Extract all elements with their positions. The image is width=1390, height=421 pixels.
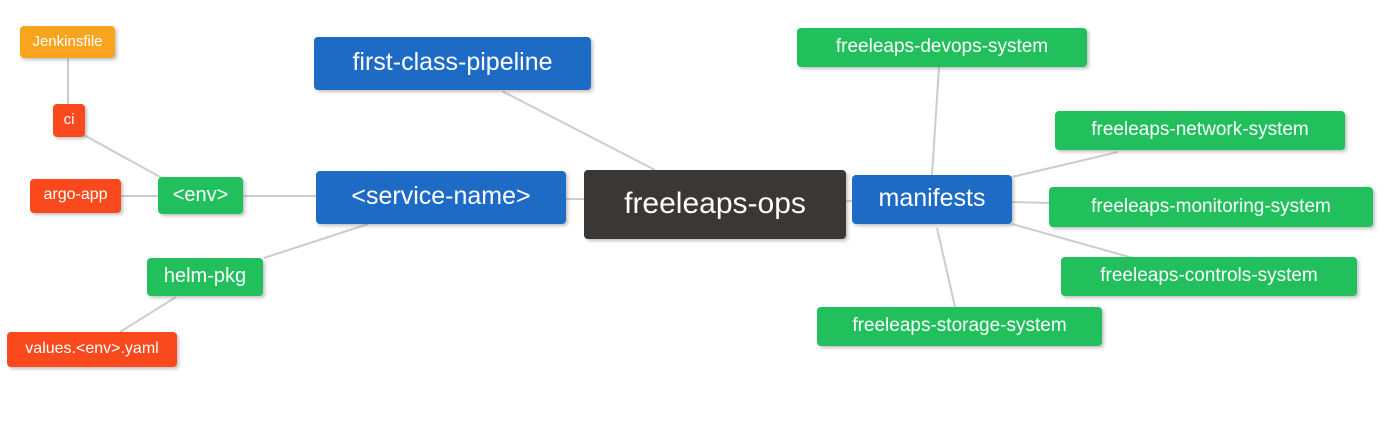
node-label: freeleaps-controls-system [1100, 265, 1318, 286]
edge-manifests--freeleaps-storage-system [936, 227, 956, 308]
edge-manifests--freeleaps-network-system [1011, 151, 1119, 178]
edge-ci--env [81, 133, 163, 179]
node-label: <env> [172, 183, 229, 206]
edge-values-env-yaml--helm-pkg [119, 296, 177, 333]
node-ci[interactable]: ci [53, 104, 85, 137]
node-env[interactable]: <env> [158, 177, 243, 214]
node-label: Jenkinsfile [32, 32, 103, 50]
node-argo-app[interactable]: argo-app [30, 179, 121, 213]
node-freeleaps-controls-system[interactable]: freeleaps-controls-system [1061, 257, 1357, 296]
node-service-name[interactable]: <service-name> [316, 171, 566, 224]
node-jenkinsfile[interactable]: Jenkinsfile [20, 26, 115, 58]
node-label: freeleaps-ops [624, 186, 806, 220]
node-freeleaps-monitoring-system[interactable]: freeleaps-monitoring-system [1049, 187, 1373, 227]
node-label: freeleaps-devops-system [835, 36, 1049, 57]
edge-helm-pkg--service-name [263, 223, 369, 259]
node-manifests[interactable]: manifests [852, 175, 1012, 224]
edge-first-class-pipeline--freeleaps-ops [501, 90, 656, 171]
node-label: helm-pkg [163, 265, 247, 287]
node-label: ci [63, 111, 75, 128]
node-label: argo-app [43, 186, 108, 203]
node-freeleaps-network-system[interactable]: freeleaps-network-system [1055, 111, 1345, 150]
node-label: first-class-pipeline [352, 48, 553, 76]
node-label: <service-name> [351, 182, 531, 210]
node-label: freeleaps-monitoring-system [1091, 195, 1331, 217]
node-freeleaps-devops-system[interactable]: freeleaps-devops-system [797, 28, 1087, 67]
edge-manifests--freeleaps-monitoring-system [1011, 201, 1054, 204]
node-helm-pkg[interactable]: helm-pkg [147, 258, 263, 296]
node-label: values.<env>.yaml [25, 339, 159, 357]
node-first-class-pipeline[interactable]: first-class-pipeline [314, 37, 591, 90]
node-label: freeleaps-storage-system [852, 315, 1067, 336]
node-label: freeleaps-network-system [1091, 119, 1309, 140]
edge-freeleaps-devops-system--manifests [931, 66, 940, 176]
edge-manifests--freeleaps-controls-system [1011, 223, 1134, 259]
node-label: manifests [878, 184, 986, 212]
node-freeleaps-ops[interactable]: freeleaps-ops [584, 170, 846, 239]
node-freeleaps-storage-system[interactable]: freeleaps-storage-system [817, 307, 1102, 346]
node-values-env-yaml[interactable]: values.<env>.yaml [7, 332, 177, 367]
